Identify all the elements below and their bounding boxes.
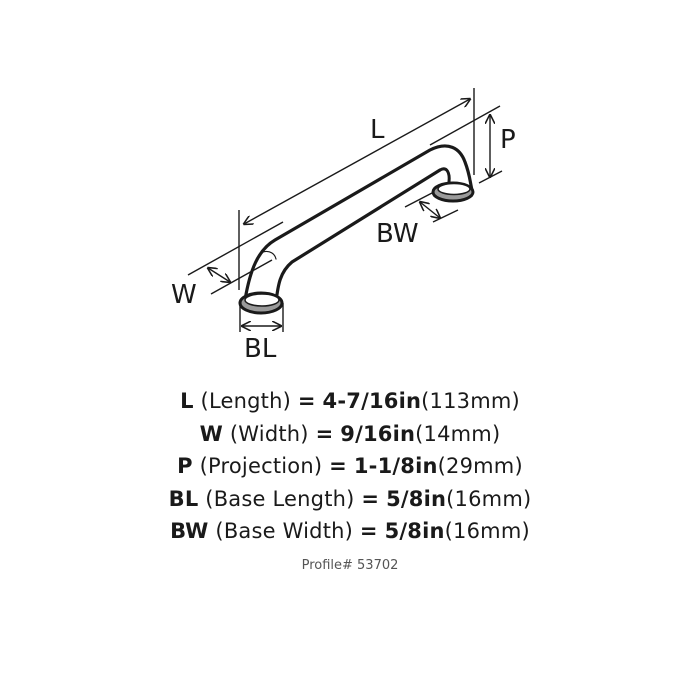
spec-abbr: P <box>177 454 193 478</box>
spec-inch: 4-7/16in <box>322 389 422 413</box>
spec-abbr: BW <box>170 519 209 543</box>
spec-equals: = <box>297 389 316 413</box>
handle-dimension-drawing: L P BW W BL <box>171 88 516 364</box>
spec-width: W (Width) = 9/16in(14mm) <box>0 418 700 451</box>
spec-mm: (113mm) <box>421 389 520 413</box>
label-length: L <box>370 115 385 145</box>
spec-mm: (14mm) <box>415 421 501 446</box>
projection-dimension <box>429 105 503 184</box>
handle-outline <box>241 144 474 304</box>
spec-abbr: W <box>199 421 223 446</box>
label-base-width: BW <box>376 219 419 249</box>
spec-mm: (16mm) <box>446 486 532 511</box>
spec-inch: 9/16in <box>340 421 416 446</box>
spec-mm: (29mm) <box>437 454 523 478</box>
label-base-length: BL <box>244 334 277 364</box>
base-width-dimension <box>404 192 459 223</box>
spec-abbr: BL <box>168 486 199 511</box>
length-dimension <box>238 88 475 290</box>
spec-inch: 5/8in <box>386 486 447 511</box>
spec-desc: (Length) <box>200 389 291 413</box>
label-width: W <box>171 280 197 310</box>
spec-desc: (Base Width) <box>215 519 354 543</box>
spec-inch: 5/8in <box>384 519 445 543</box>
width-dimension <box>187 221 284 295</box>
spec-base-length: BL (Base Length) = 5/8in(16mm) <box>0 483 700 516</box>
spec-length: L (Length) = 4-7/16in(113mm) <box>0 385 700 418</box>
profile-number: Profile# 53702 <box>301 558 399 573</box>
right-base <box>431 181 475 203</box>
spec-desc: (Projection) <box>199 454 323 478</box>
spec-abbr: L <box>180 389 194 413</box>
specifications-list: L (Length) = 4-7/16in(113mm) W (Width) =… <box>0 385 700 548</box>
base-length-dimension <box>239 303 284 332</box>
spec-equals: = <box>315 421 334 446</box>
spec-inch: 1-1/8in <box>353 454 438 478</box>
left-base <box>238 291 284 315</box>
spec-base-width: BW (Base Width) = 5/8in(16mm) <box>0 515 700 548</box>
spec-equals: = <box>359 519 378 543</box>
label-projection: P <box>500 125 516 155</box>
spec-equals: = <box>361 486 380 511</box>
spec-desc: (Base Length) <box>205 486 355 511</box>
spec-equals: = <box>329 454 347 478</box>
spec-projection: P (Projection) = 1-1/8in(29mm) <box>0 450 700 483</box>
spec-desc: (Width) <box>229 421 309 446</box>
spec-mm: (16mm) <box>444 519 530 543</box>
